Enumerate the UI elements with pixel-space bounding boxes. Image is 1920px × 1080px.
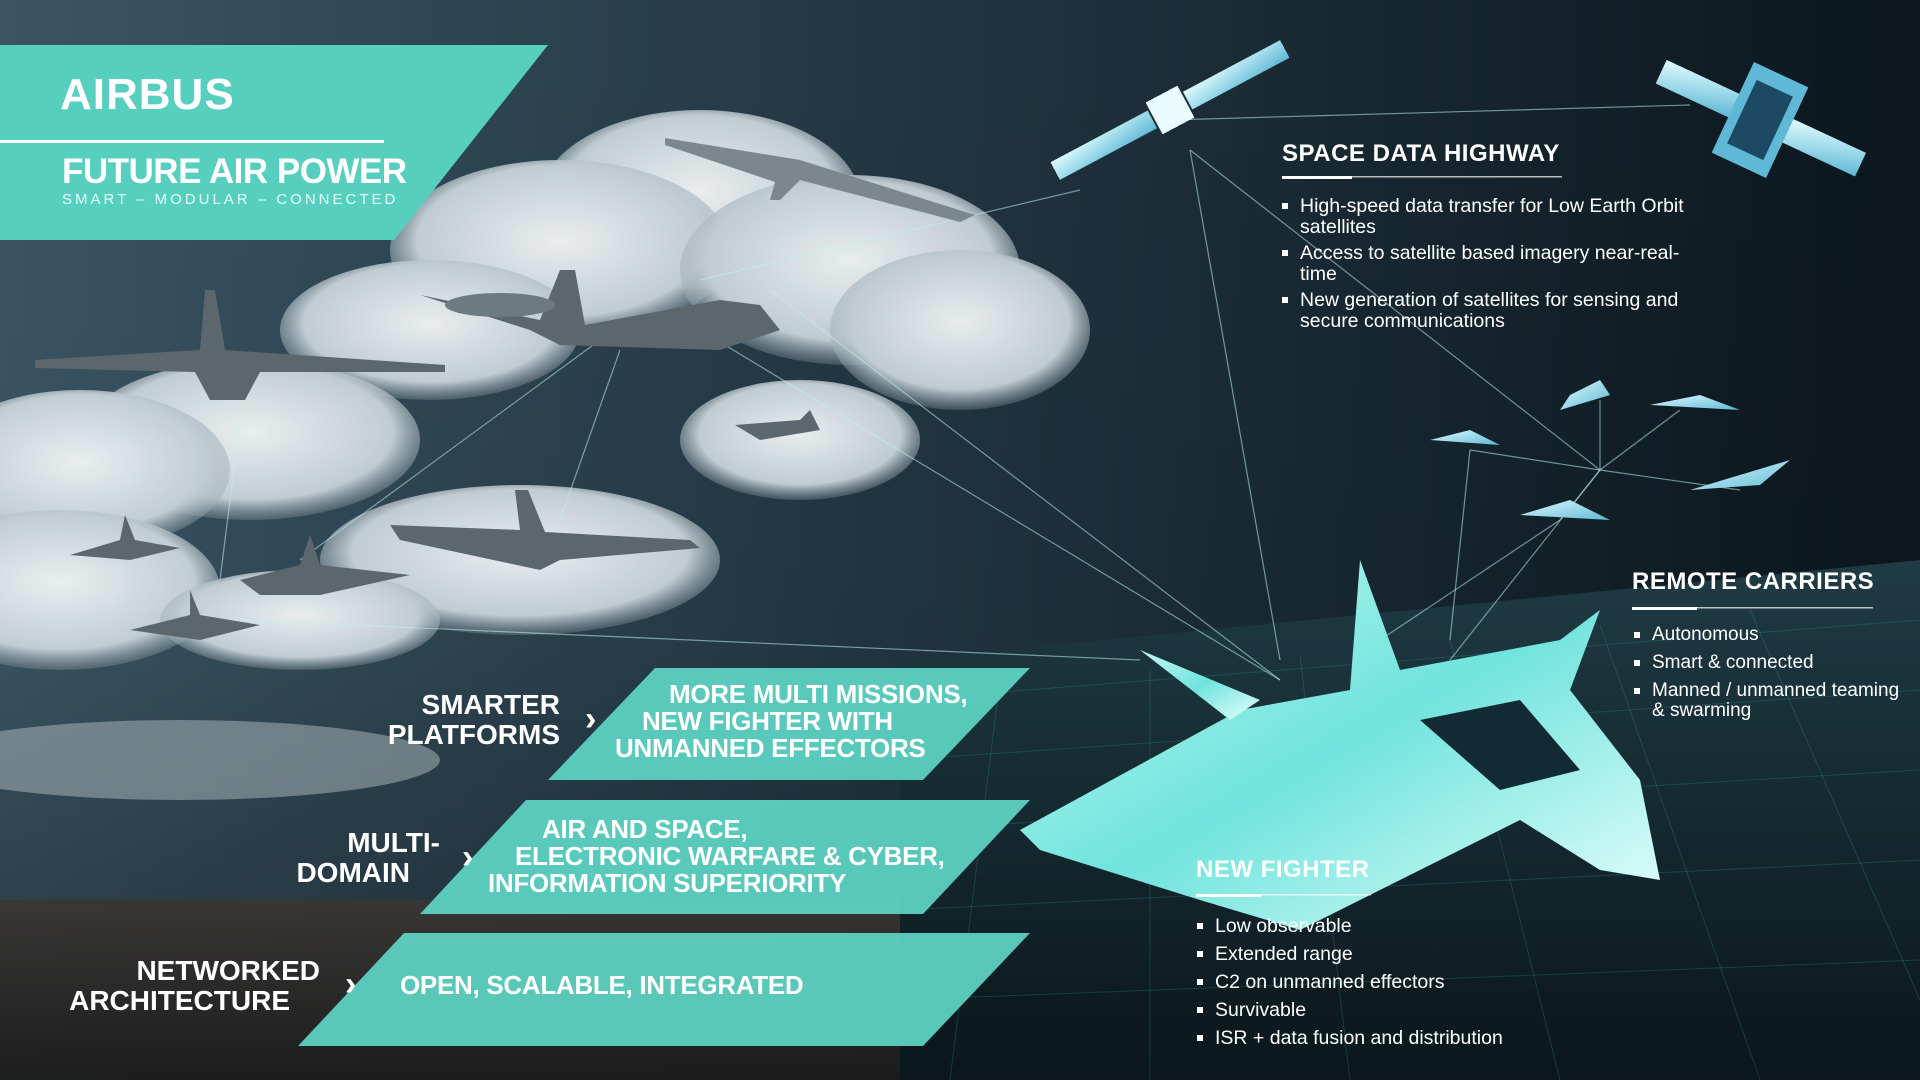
list-item: ISR + data fusion and distribution bbox=[1193, 1024, 1633, 1052]
remote-carriers-title: REMOTE CARRIERS bbox=[1632, 568, 1875, 595]
row-label-multi-domain: MULTI- DOMAIN bbox=[200, 828, 440, 888]
list-item: Smart & connected bbox=[1630, 653, 1900, 673]
list-item: High-speed data transfer for Low Earth O… bbox=[1278, 196, 1708, 238]
band-text-line: OPEN, SCALABLE, INTEGRATED bbox=[400, 970, 804, 1000]
row-label-networked-architecture: NETWORKED ARCHITECTURE bbox=[40, 956, 320, 1016]
band-text-line: INFORMATION SUPERIORITY bbox=[488, 868, 847, 898]
chevron-right-icon: › bbox=[462, 838, 474, 876]
row-label-line: PLATFORMS bbox=[387, 719, 560, 750]
header-title: FUTURE AIR POWER bbox=[62, 152, 407, 191]
data-links bbox=[219, 104, 1741, 681]
list-item: Low observable bbox=[1193, 912, 1633, 940]
remote-carriers-list: Autonomous Smart & connected Manned / un… bbox=[1630, 625, 1900, 729]
airbus-logo-text: AIRBUS bbox=[60, 70, 235, 119]
list-item: Manned / unmanned teaming & swarming bbox=[1630, 681, 1900, 721]
space-data-highway-title: SPACE DATA HIGHWAY bbox=[1282, 140, 1560, 167]
band-text-line: NEW FIGHTER WITH bbox=[642, 706, 893, 736]
space-data-highway-list: High-speed data transfer for Low Earth O… bbox=[1278, 196, 1708, 337]
row-label-line: SMARTER bbox=[421, 689, 560, 720]
band-text-line: UNMANNED EFFECTORS bbox=[615, 733, 926, 763]
row-label-line: DOMAIN bbox=[296, 857, 410, 888]
list-item: Extended range bbox=[1193, 940, 1633, 968]
chevron-right-icon: › bbox=[345, 965, 357, 1003]
band-text-multi-domain: AIR AND SPACE, ELECTRONIC WARFARE & CYBE… bbox=[488, 816, 958, 897]
band-text-line: AIR AND SPACE, bbox=[542, 814, 748, 844]
new-fighter-jet bbox=[1020, 560, 1660, 930]
row-label-smarter-platforms: SMARTER PLATFORMS bbox=[330, 690, 560, 750]
header-subtitle: SMART – MODULAR – CONNECTED bbox=[62, 191, 399, 208]
row-label-line: ARCHITECTURE bbox=[69, 985, 290, 1016]
support-aircraft bbox=[35, 138, 975, 640]
band-text-line: MORE MULTI MISSIONS, bbox=[669, 679, 968, 709]
satellites bbox=[1050, 40, 1867, 180]
list-item: C2 on unmanned effectors bbox=[1193, 968, 1633, 996]
band-text-line: ELECTRONIC WARFARE & CYBER, bbox=[515, 841, 945, 871]
remote-carrier-drones bbox=[1430, 380, 1790, 520]
list-item: Survivable bbox=[1193, 996, 1633, 1024]
chevron-right-icon: › bbox=[585, 700, 597, 738]
list-item: New generation of satellites for sensing… bbox=[1278, 290, 1708, 332]
list-item: Autonomous bbox=[1630, 625, 1900, 645]
band-text-smarter-platforms: MORE MULTI MISSIONS, NEW FIGHTER WITH UN… bbox=[615, 681, 995, 762]
row-label-line: NETWORKED bbox=[136, 955, 320, 986]
new-fighter-list: Low observable Extended range C2 on unma… bbox=[1193, 912, 1633, 1052]
new-fighter-title: NEW FIGHTER bbox=[1196, 856, 1370, 883]
benefit-bands bbox=[298, 668, 1030, 1046]
band-text-networked-architecture: OPEN, SCALABLE, INTEGRATED bbox=[400, 972, 850, 999]
row-label-line: MULTI- bbox=[347, 827, 440, 858]
list-item: Access to satellite based imagery near-r… bbox=[1278, 243, 1708, 285]
